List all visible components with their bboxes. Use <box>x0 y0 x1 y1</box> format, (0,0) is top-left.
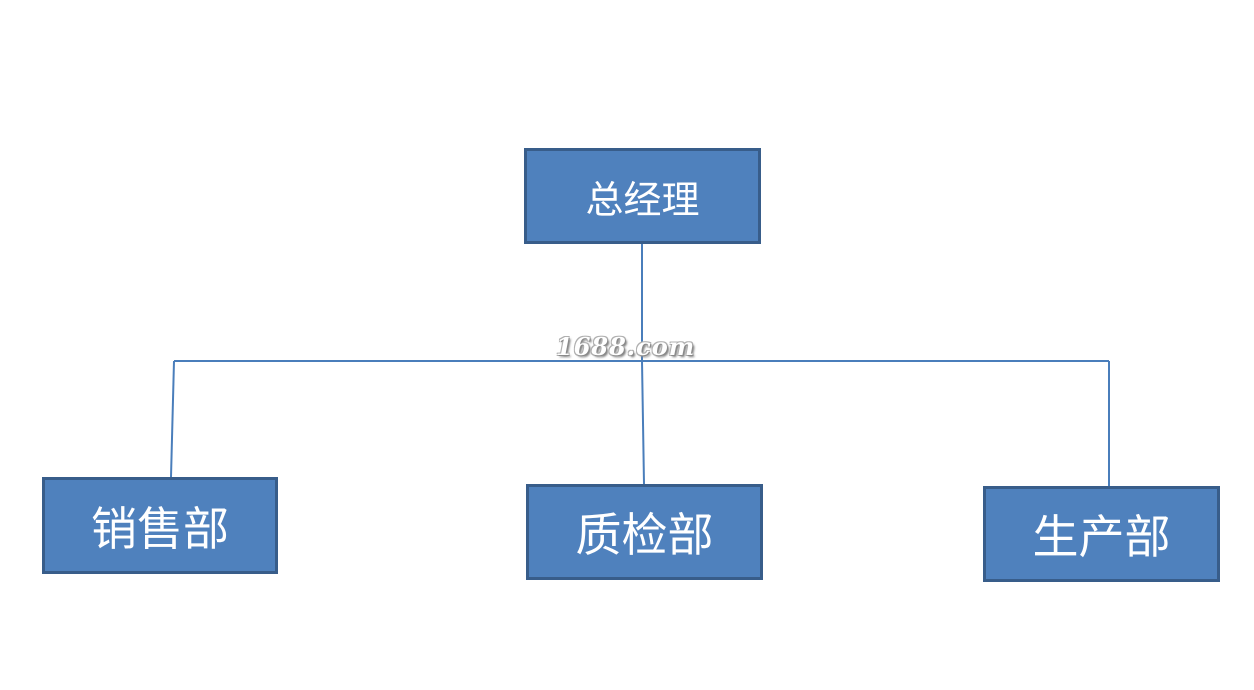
node-production-department-label: 生产部 <box>1032 510 1171 564</box>
node-general-manager-label: 总经理 <box>585 177 700 222</box>
watermark: 1688.com <box>556 332 696 361</box>
connector-sales <box>170 360 175 478</box>
node-general-manager: 总经理 <box>524 148 761 244</box>
node-sales-department: 销售部 <box>42 477 278 574</box>
connector-qc <box>641 360 645 485</box>
node-quality-inspection-department: 质检部 <box>526 484 763 580</box>
node-production-department: 生产部 <box>983 486 1220 582</box>
node-sales-department-label: 销售部 <box>91 501 229 556</box>
node-quality-inspection-department-label: 质检部 <box>575 508 714 562</box>
